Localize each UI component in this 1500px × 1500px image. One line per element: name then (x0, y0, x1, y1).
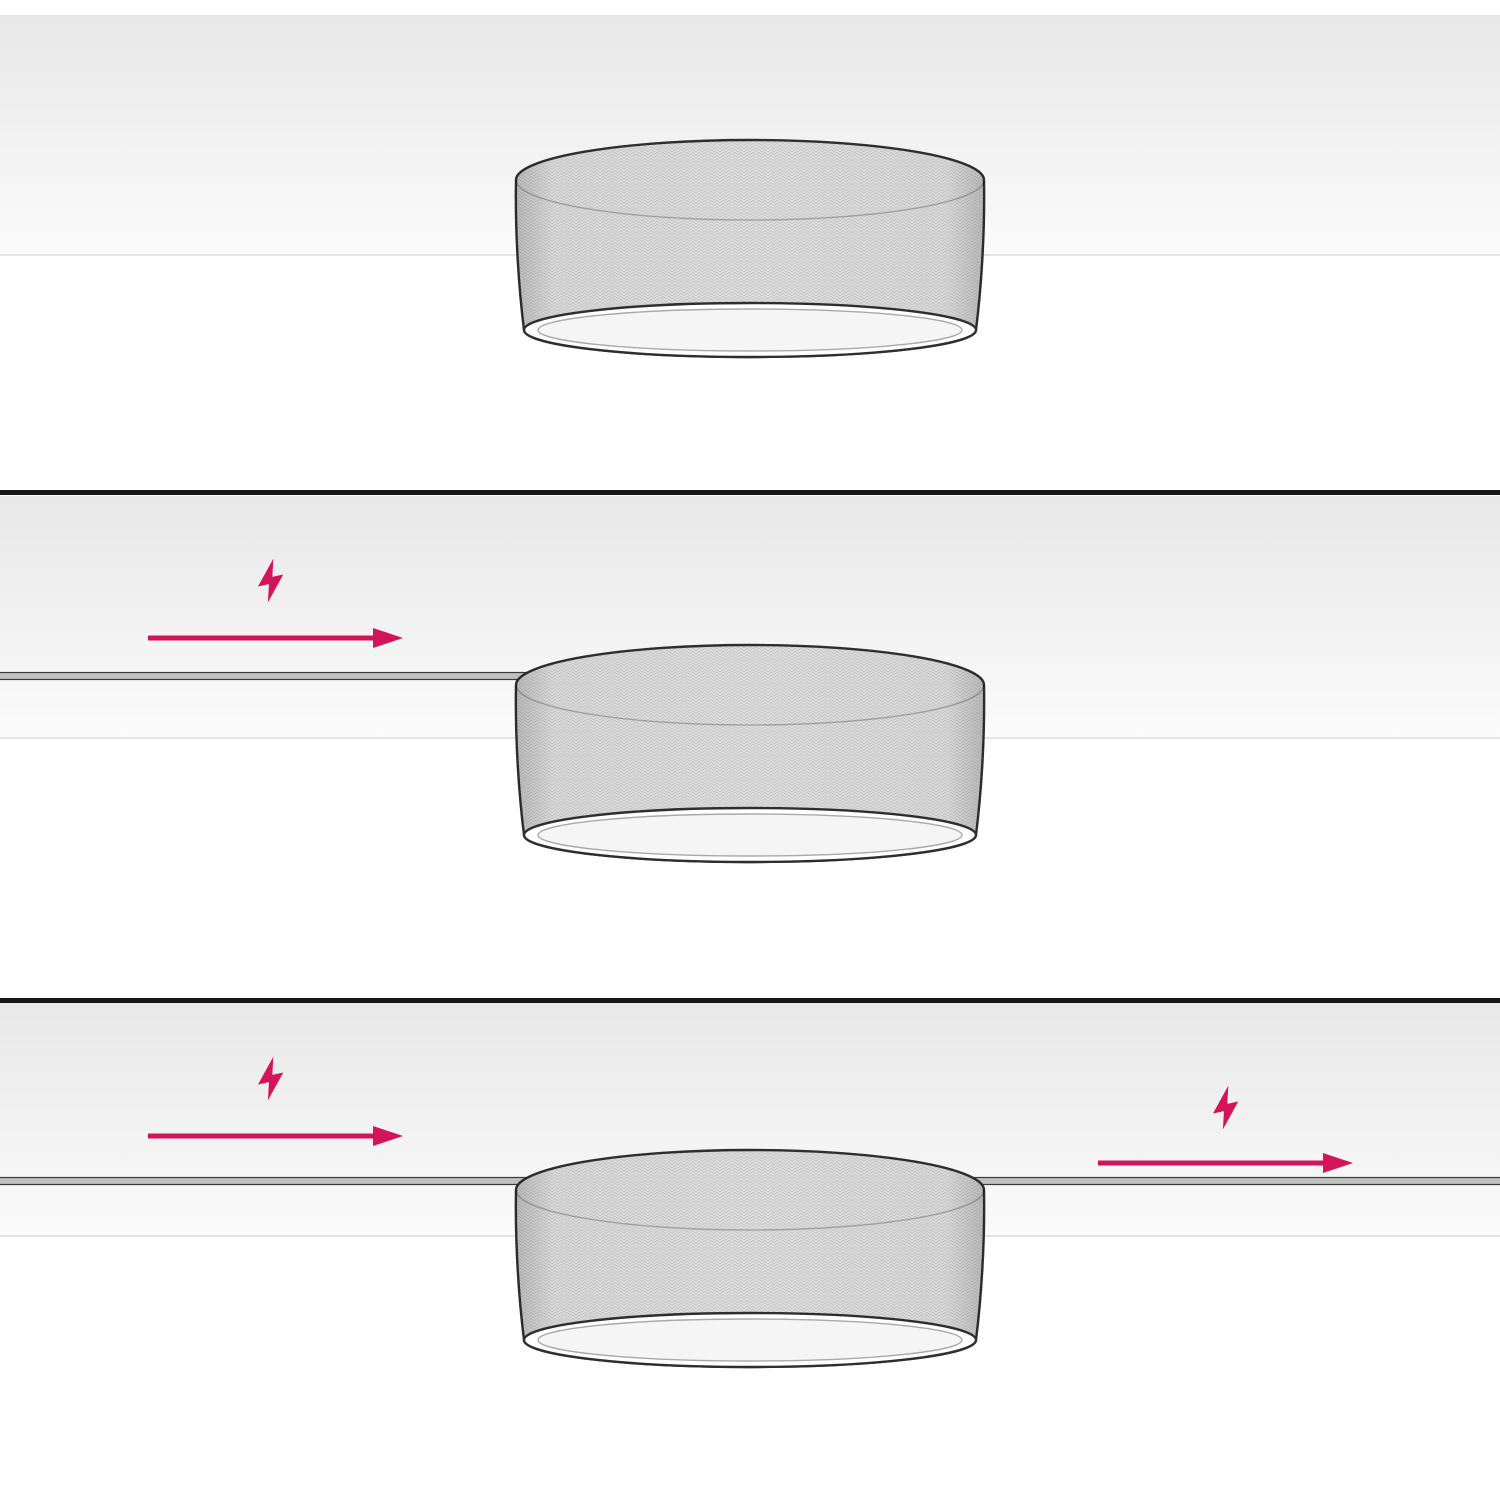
drum-lamp-shade (514, 1148, 986, 1369)
panel-separator (0, 998, 1500, 1003)
panel-bottom-cable-pass-through (0, 1003, 1500, 1369)
drum-lamp-shade (514, 138, 986, 359)
drum-lamp-shade (514, 643, 986, 864)
panel-separator (0, 490, 1500, 495)
current-flow-left (148, 1055, 403, 1146)
current-flow-left (148, 557, 403, 648)
panel-middle-cable-in-left (0, 496, 1500, 864)
panel-top-lamp-only (0, 15, 1500, 359)
current-flow-right (1098, 1084, 1353, 1173)
